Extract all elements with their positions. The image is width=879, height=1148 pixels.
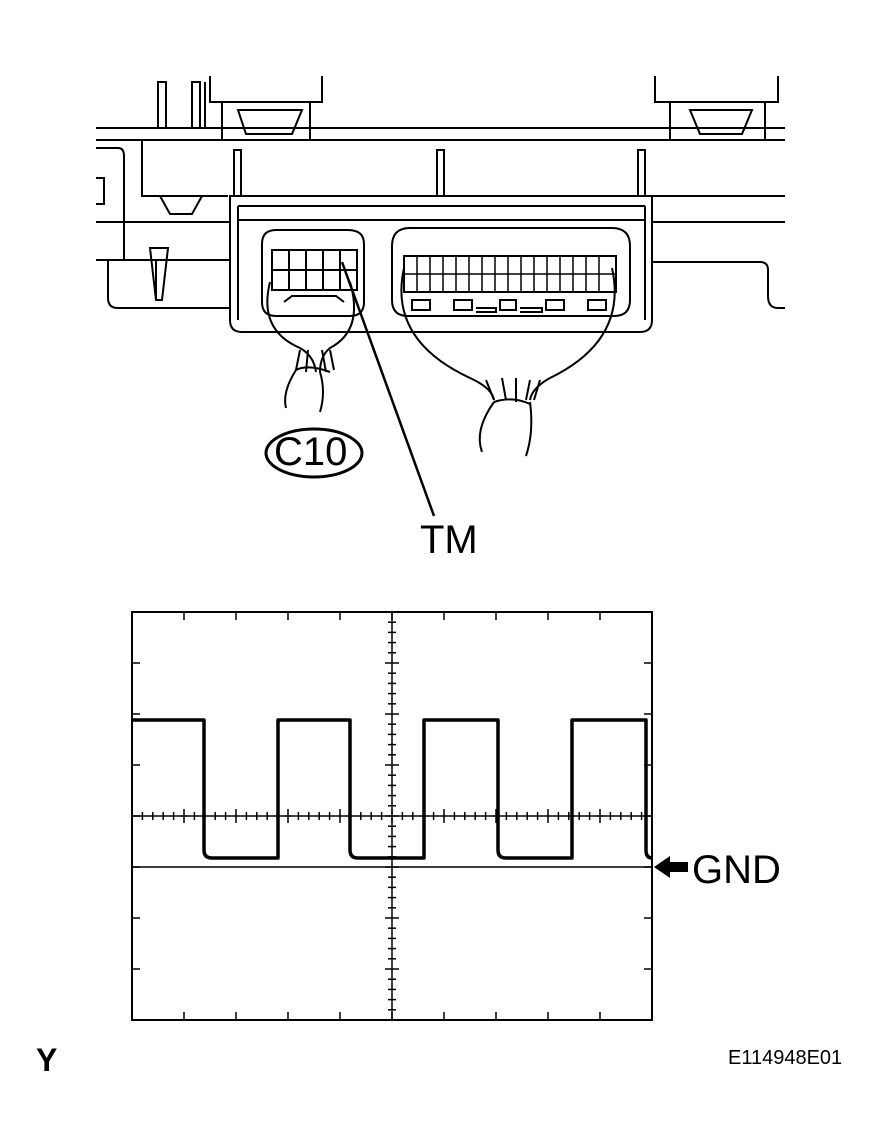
corner-mark: Y (36, 1042, 58, 1078)
ground-arrow-icon (654, 856, 688, 878)
terminal-label-tm: TM (420, 518, 478, 562)
ecu-illustration (96, 76, 785, 517)
connector-label-c10: C10 (274, 430, 348, 474)
oscilloscope-screen (131, 611, 688, 1021)
figure-id: E114948E01 (728, 1047, 843, 1069)
square-wave-trace (132, 718, 653, 860)
ground-label: GND (692, 848, 781, 892)
connector-c10-oval (264, 427, 364, 479)
